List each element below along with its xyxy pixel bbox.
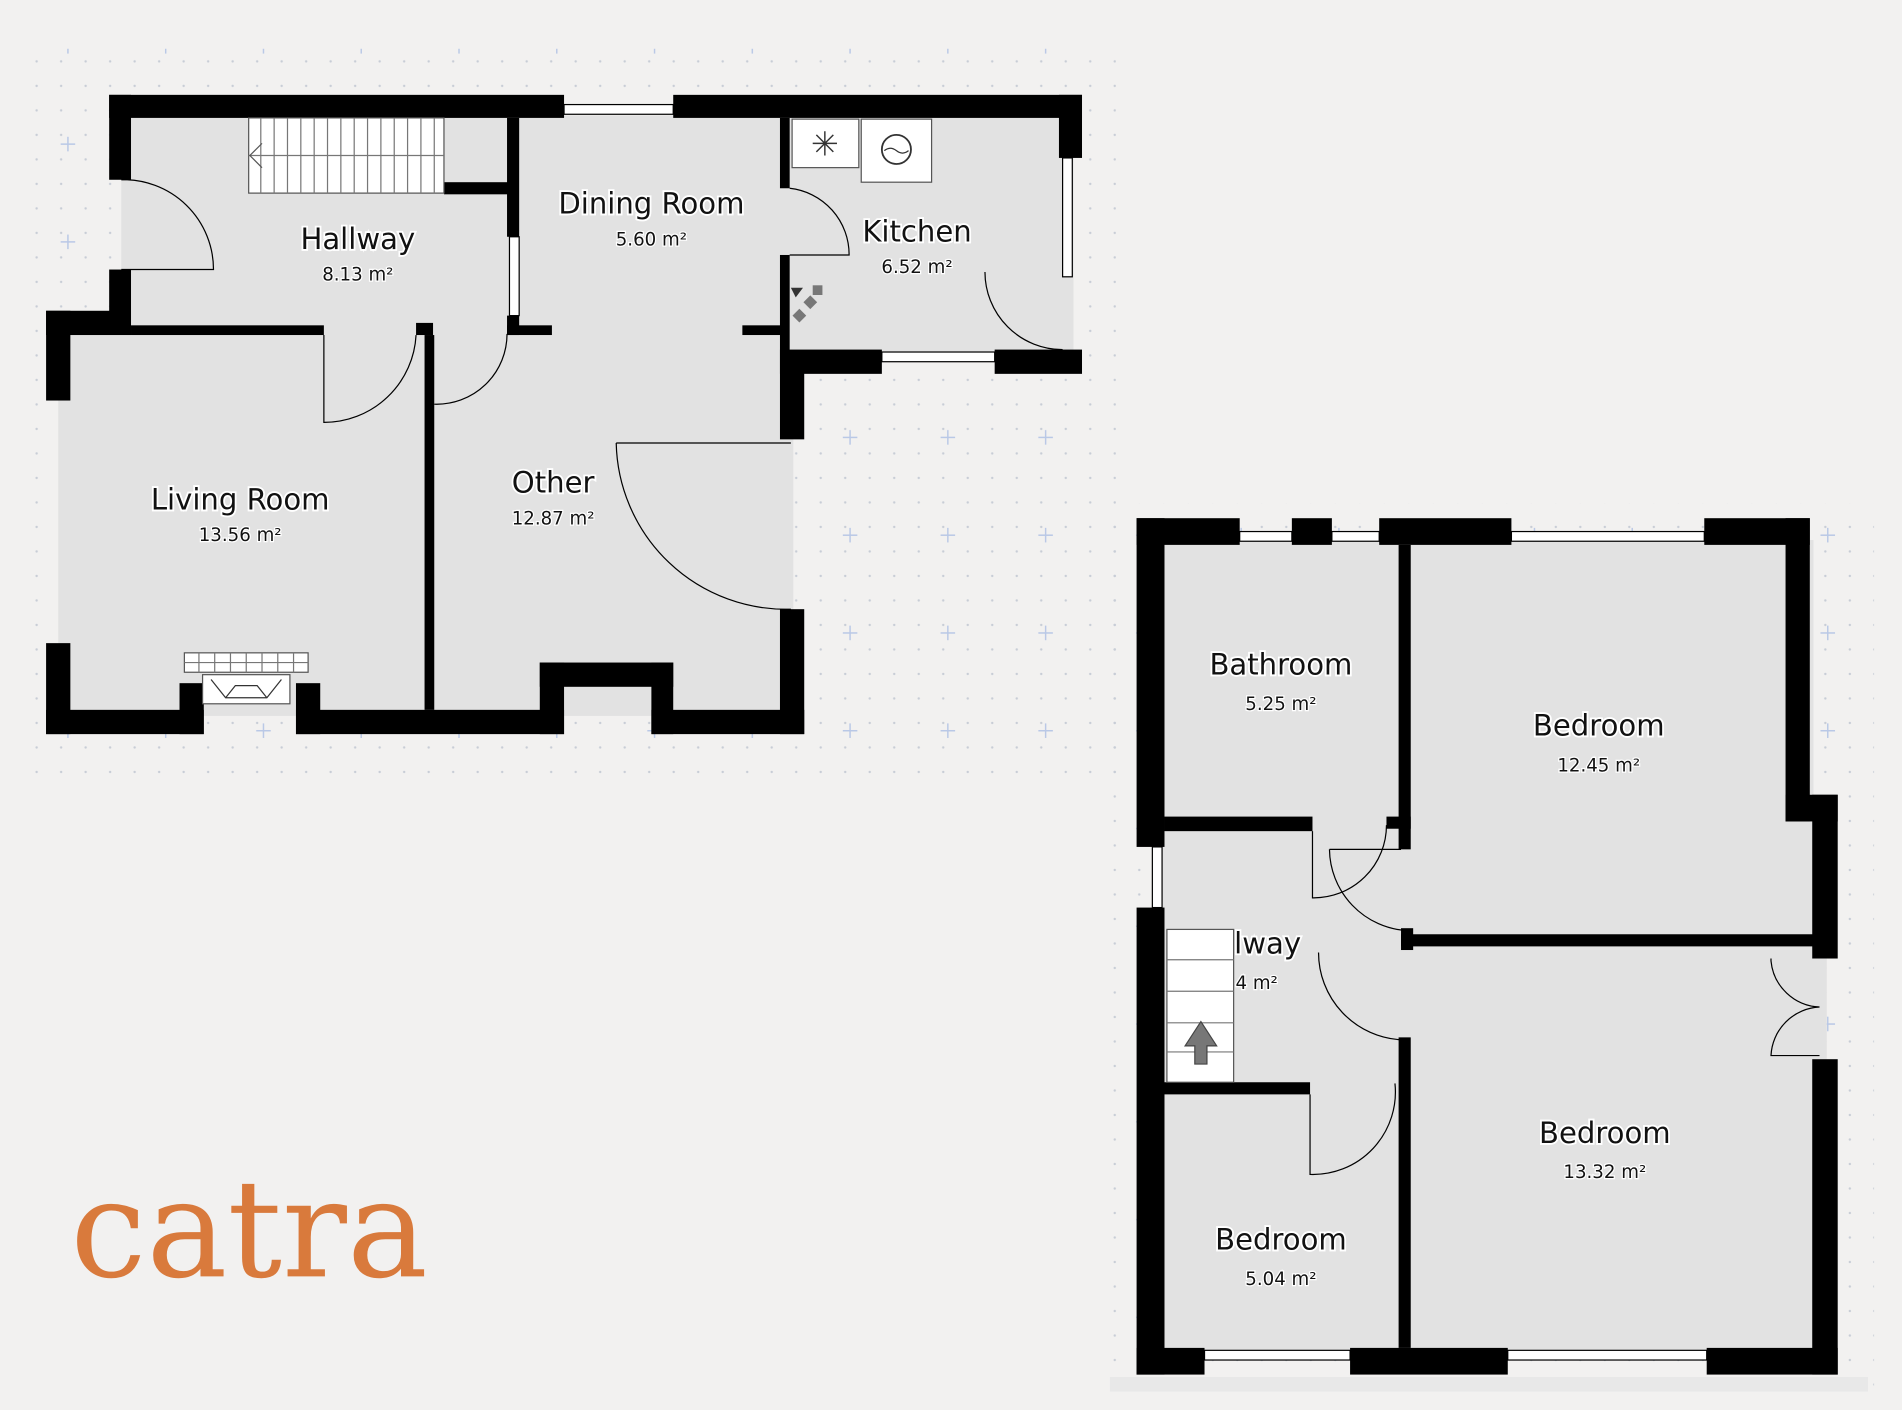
ground-floor-plan: Hallway 8.13 m² Dining Room 5.60 m² Kitc… [46, 94, 1083, 735]
first-floor-doors [1309, 825, 1820, 1176]
ground-floor-doors [121, 179, 1063, 610]
catra-logo: catra [70, 1151, 428, 1309]
first-floor-plan: Bathroom 5.25 m² Bedroom 12.45 m² lway 4… [1136, 518, 1838, 1375]
room-area-kitchen: 6.52 m² [881, 257, 952, 278]
room-label-living-room: Living Room [151, 483, 330, 517]
upstairs-staircase [1166, 928, 1235, 1083]
fridge-freezer-icon [791, 118, 860, 169]
room-label-bedroom-1: Bedroom [1533, 708, 1665, 742]
room-area-bedroom-2: 13.32 m² [1563, 1162, 1646, 1183]
room-area-living-room: 13.56 m² [199, 525, 282, 546]
room-area-hallway: 8.13 m² [322, 264, 393, 285]
first-floor-walls [1136, 518, 1838, 1375]
room-label-landing-hallway: lway [1234, 927, 1301, 961]
stairs-direction-arrow-icon [1183, 1020, 1218, 1065]
fireplace-icon [183, 652, 309, 705]
ground-floor-labels: Hallway 8.13 m² Dining Room 5.60 m² Kitc… [149, 185, 974, 548]
room-area-bedroom-3: 5.04 m² [1245, 1269, 1316, 1290]
room-area-other: 12.87 m² [512, 508, 595, 529]
room-label-bedroom-2: Bedroom [1539, 1116, 1671, 1150]
washing-machine-icon [860, 118, 933, 183]
ground-floor-walls [46, 94, 1083, 735]
room-label-dining-room: Dining Room [558, 187, 744, 221]
room-area-dining-room: 5.60 m² [616, 229, 687, 250]
first-floor-windows [1151, 530, 1708, 1361]
first-floor-floors [1158, 540, 1827, 1356]
boiler-icon [790, 285, 823, 323]
room-label-bathroom: Bathroom [1209, 648, 1352, 682]
staircase [248, 117, 445, 194]
ground-floor-windows [508, 103, 1073, 363]
room-label-hallway: Hallway [300, 222, 415, 256]
room-area-landing-hallway: 4 m² [1235, 973, 1277, 994]
room-area-bathroom: 5.25 m² [1245, 694, 1316, 715]
room-label-kitchen: Kitchen [862, 215, 971, 249]
room-area-bedroom-1: 12.45 m² [1557, 756, 1640, 777]
first-floor-labels: Bathroom 5.25 m² Bedroom 12.45 m² lway 4… [1208, 646, 1673, 1291]
room-label-bedroom-3: Bedroom [1215, 1223, 1347, 1257]
room-label-other: Other [512, 466, 595, 500]
